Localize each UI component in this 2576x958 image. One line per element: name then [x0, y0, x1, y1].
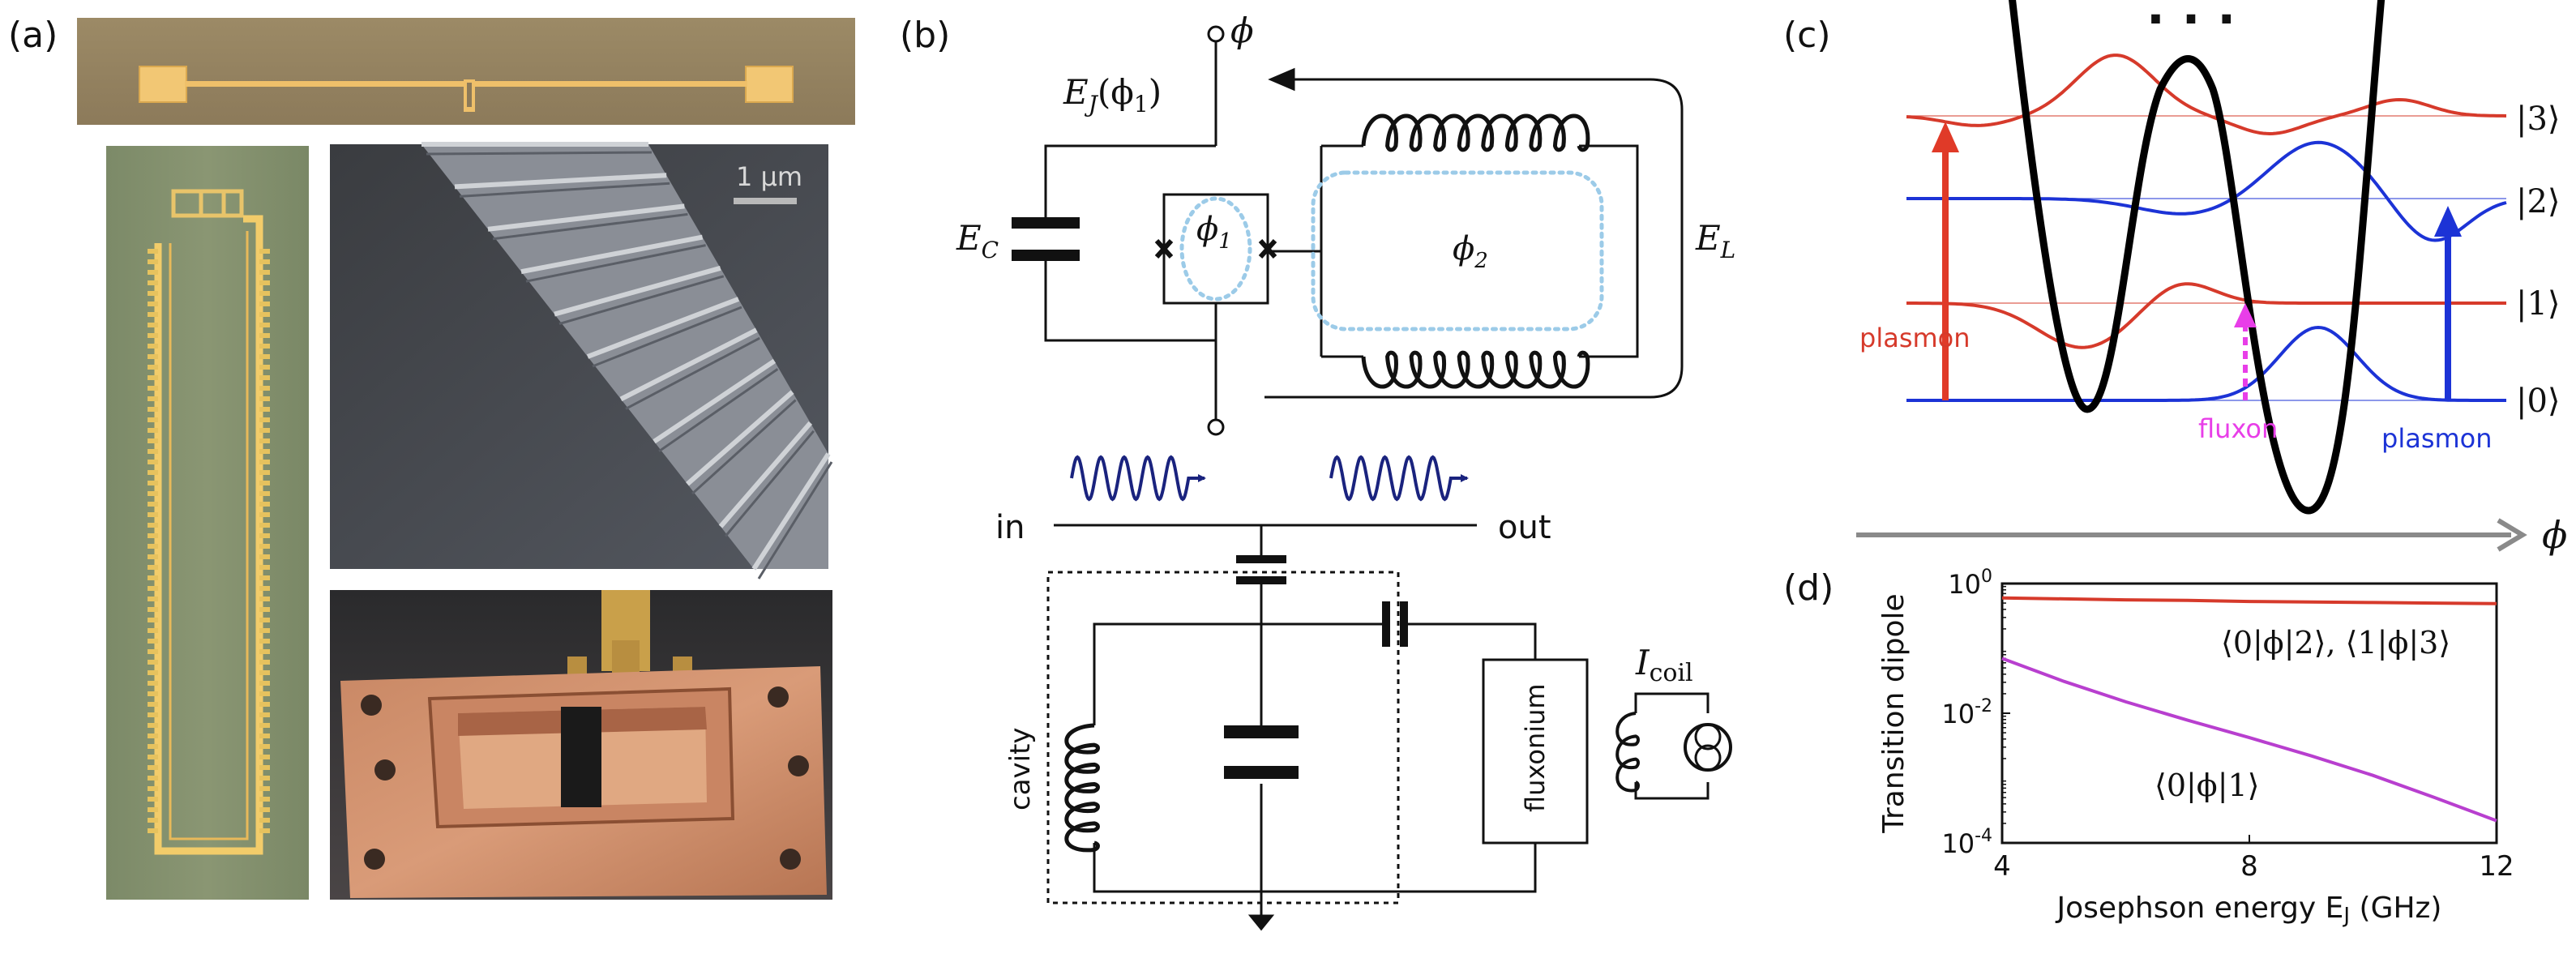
phi2-label-sub: 2 — [1474, 249, 1488, 273]
sem-image: 1 μm — [330, 142, 833, 580]
x-axis-label-unit: (GHz) — [2350, 892, 2441, 925]
ej-label-sub: J — [1085, 91, 1099, 118]
ej-label-base: E — [1063, 72, 1089, 112]
series-lines — [2001, 596, 2497, 823]
level-0-label: |0⟩ — [2516, 383, 2561, 420]
axis-ticks: 4 8 12 100 10-2 10-4 — [1941, 567, 2514, 883]
phi2-label: ϕ2 — [1453, 230, 1488, 273]
phi-node-label: ϕ — [1230, 11, 1254, 50]
ec-label: EC — [956, 218, 999, 263]
panel-a-label: (a) — [8, 15, 58, 56]
y-axis-label: Transition dipole — [1877, 593, 1911, 833]
plasmon-right-label: plasmon — [2381, 423, 2493, 454]
level-1-label: |1⟩ — [2516, 285, 2561, 323]
input-wave — [1070, 455, 1206, 502]
copper-cavity-photo — [330, 590, 832, 900]
ej-label-arg: (ϕ — [1098, 72, 1134, 112]
cavity-inductor — [1064, 723, 1100, 853]
x-tick-label: 4 — [1993, 850, 2011, 883]
ej-label: EJ(ϕ1) — [1063, 72, 1162, 118]
icoil-label: Icoil — [1635, 643, 1693, 687]
plasmon-left-label: plasmon — [1859, 323, 1971, 353]
readout-circuit — [1046, 455, 1732, 931]
panel-d: (d) 4 8 12 100 10-2 10-4 ⟨0|ϕ|2⟩, ⟨1|ϕ|3⟩ ⟨0|… — [1783, 567, 2514, 928]
level-3-label: |3⟩ — [2516, 101, 2561, 138]
x-axis-label-main: Josephson energy E — [2056, 892, 2344, 925]
icoil-label-base: I — [1635, 643, 1650, 682]
series-line-1 — [2001, 656, 2497, 823]
optical-array-image — [106, 146, 309, 900]
cavity-label: cavity — [1004, 727, 1037, 810]
inductor-bottom — [1361, 350, 1590, 389]
y-tick-label: 10-2 — [1941, 696, 1992, 729]
potential-curve — [2009, 0, 2386, 515]
ec-label-base: E — [956, 218, 982, 258]
x-tick-label: 8 — [2240, 850, 2258, 883]
x-tick-label: 12 — [2479, 850, 2514, 883]
array-teeth — [148, 249, 270, 833]
panel-c: (c) · · · plasmon plasmon fluxon |3⟩ |2⟩… — [1783, 0, 2567, 557]
y-tick-label: 100 — [1948, 567, 1992, 600]
inductor-top — [1361, 113, 1590, 152]
level-2-label: |2⟩ — [2516, 183, 2561, 220]
energy-levels — [1906, 115, 2506, 401]
series-label-red: ⟨0|ϕ|2⟩, ⟨1|ϕ|3⟩ — [2221, 625, 2450, 661]
el-label-sub: L — [1720, 237, 1736, 263]
phi2-label-base: ϕ — [1453, 230, 1474, 267]
series-label-purple: ⟨0|ϕ|1⟩ — [2155, 768, 2260, 803]
phi1-label: ϕ1 — [1196, 211, 1232, 254]
ej-label-close: ) — [1149, 72, 1162, 112]
wavefunctions — [1906, 53, 2507, 402]
plot-frame — [2000, 582, 2498, 845]
icoil-label-sub: coil — [1650, 659, 1693, 687]
el-label: EL — [1695, 218, 1735, 263]
fluxonium-circuit — [1012, 25, 1684, 436]
panel-c-label: (c) — [1783, 15, 1831, 56]
panel-b-label: (b) — [900, 15, 950, 56]
el-label-base: E — [1695, 218, 1721, 258]
transition-arrows — [1932, 122, 2462, 400]
output-wave — [1329, 455, 1469, 502]
scale-bar-label: 1 μm — [736, 161, 802, 192]
fluxonium-label: fluxonium — [1520, 683, 1551, 812]
panel-d-label: (d) — [1783, 567, 1834, 609]
ec-label-sub: C — [982, 237, 999, 263]
in-label: in — [995, 509, 1025, 546]
phi-axis-label: ϕ — [2542, 513, 2567, 557]
sem-junction-chain — [421, 142, 833, 580]
ej-label-arg-sub: 1 — [1134, 91, 1149, 118]
fluxon-label: fluxon — [2198, 413, 2278, 444]
x-axis-label: Josephson energy EJ (GHz) — [2056, 892, 2442, 928]
ellipsis: · · · — [2146, 0, 2236, 48]
phi1-label-base: ϕ — [1196, 211, 1218, 248]
dipole-chart: 4 8 12 100 10-2 10-4 ⟨0|ϕ|2⟩, ⟨1|ϕ|3⟩ ⟨0|ϕ|1⟩… — [1877, 567, 2514, 928]
x-axis-label-sub: J — [2342, 904, 2350, 928]
flux-coil — [1615, 712, 1640, 793]
series-line-0 — [2001, 596, 2497, 605]
chip-image — [77, 18, 855, 125]
phi1-label-sub: 1 — [1218, 229, 1232, 254]
y-tick-label: 10-4 — [1941, 826, 1992, 859]
panel-a: (a) 1 μm — [8, 15, 855, 900]
out-label: out — [1498, 509, 1551, 546]
panel-b: (b) — [900, 11, 1735, 931]
